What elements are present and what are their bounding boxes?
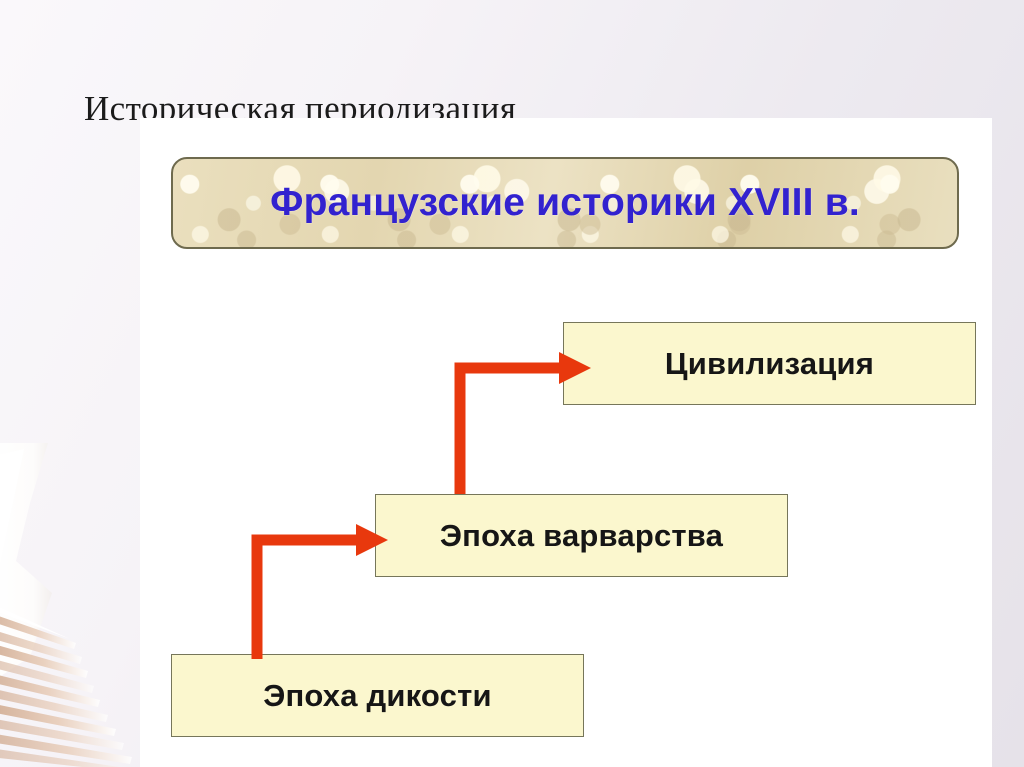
stage-box-civilization: Цивилизация: [563, 322, 976, 405]
paper-stack-icon: [0, 443, 155, 767]
stage-label-civilization: Цивилизация: [664, 345, 875, 381]
content-panel: Французские историки XVIII в. Цивилизаци…: [140, 118, 992, 767]
stage-label-barbarism: Эпоха варварства: [439, 517, 724, 553]
banner-french-historians: Французские историки XVIII в.: [171, 157, 959, 249]
stage-box-barbarism: Эпоха варварства: [375, 494, 788, 577]
stage-label-savagery: Эпоха дикости: [263, 677, 492, 713]
arrow-savagery-to-barbarism: [250, 524, 395, 666]
stage-box-savagery: Эпоха дикости: [171, 654, 584, 737]
banner-title: Французские историки XVIII в.: [270, 181, 860, 224]
